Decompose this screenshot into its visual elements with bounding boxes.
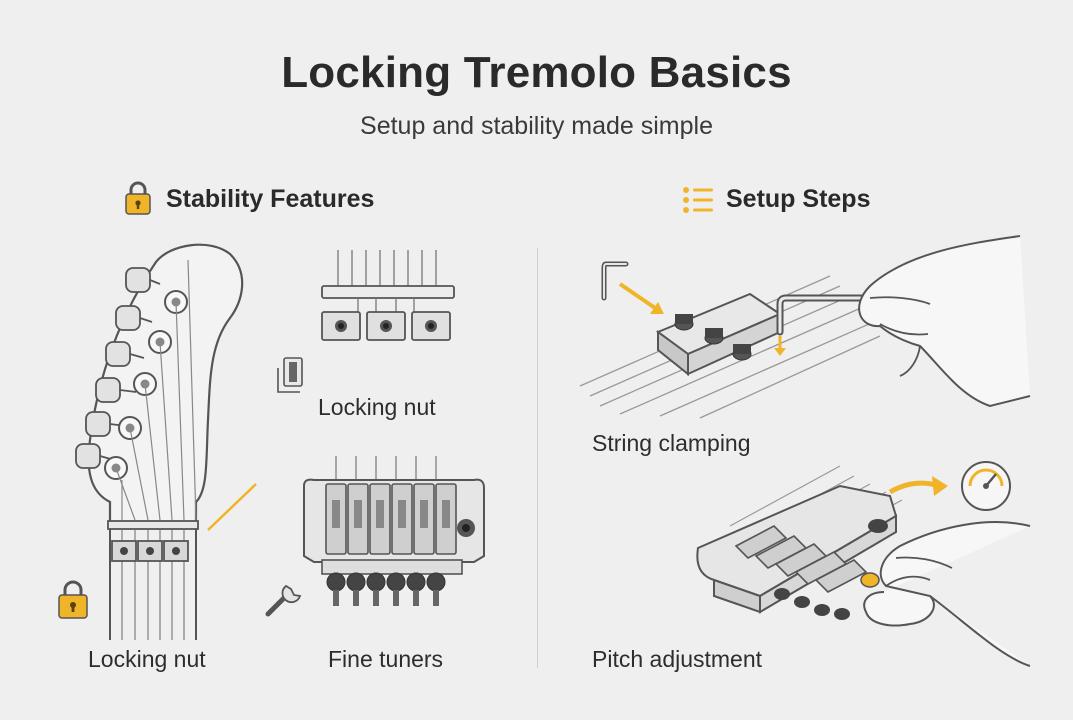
lock-icon [125,181,151,215]
headstock-illustration [75,243,257,640]
stability-features-heading: Stability Features [166,185,375,213]
locking-nut-closeup-illustration [321,250,455,341]
string-clamping-illustration [579,235,1031,419]
caption-pitch-adjustment: Pitch adjustment [592,646,763,672]
setup-steps-heading: Setup Steps [726,185,871,213]
caption-string-clamping: String clamping [592,430,751,456]
small-lock-icon [58,580,88,619]
caption-fine-tuners: Fine tuners [328,646,444,672]
fine-tuners-bridge-illustration [303,456,485,606]
caption-headstock-locking-nut: Locking nut [88,646,206,672]
pitch-adjustment-illustration [696,461,1031,667]
wrench-icon [265,584,302,617]
caption-locking-nut: Locking nut [318,394,436,420]
section-divider [537,248,538,668]
list-icon [683,187,713,213]
page-title: Locking Tremolo Basics [281,48,792,97]
page-subtitle: Setup and stability made simple [360,112,713,140]
nut-block-icon [277,357,303,393]
